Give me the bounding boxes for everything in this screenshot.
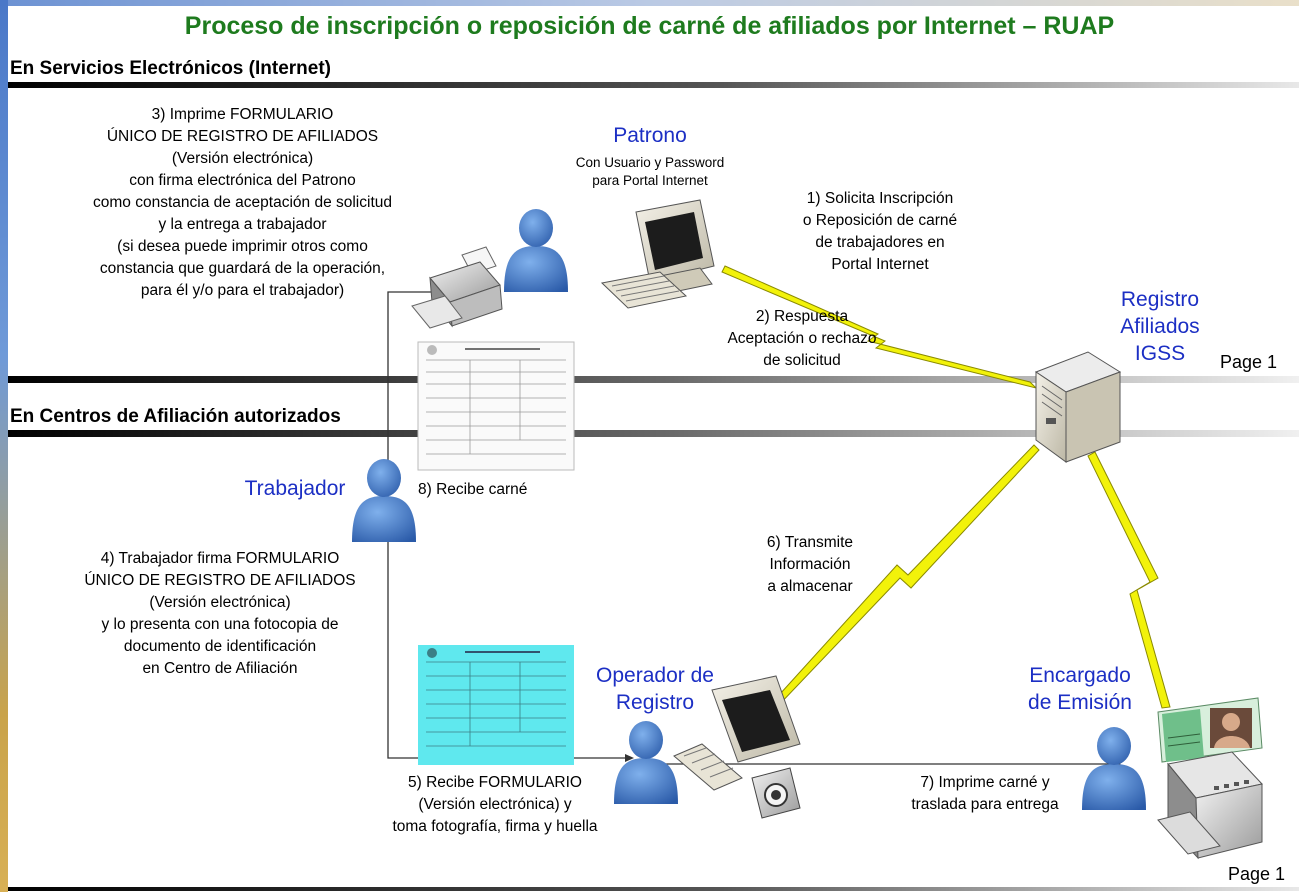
computer-icon: [711, 675, 801, 763]
computer-icon: [600, 199, 715, 309]
section-centers-heading: En Centros de Afiliación autorizados: [10, 406, 341, 427]
keyboard-icon: [673, 743, 743, 791]
actor-trabajador-label: Trabajador: [244, 477, 346, 500]
form-document-icon: [418, 645, 574, 765]
page-title: Proceso de inscripción o reposición de c…: [184, 12, 1115, 40]
top-edge-decoration: [0, 0, 1299, 6]
id-card-icon: [1157, 697, 1263, 763]
step-5-text: 5) Recibe FORMULARIO(Versión electrónica…: [392, 774, 598, 835]
page-label: Page 1: [1220, 352, 1278, 372]
person-icon: [1082, 727, 1146, 810]
form-document-icon: [417, 341, 575, 471]
flow-arrow-right-operator: [625, 754, 634, 762]
left-edge-decoration: [0, 0, 8, 892]
lightning-bolt-icon: [1087, 451, 1171, 709]
step-8-text: 8) Recibe carné: [418, 481, 528, 498]
bottom-divider: [8, 887, 1299, 891]
printer-icon: [1157, 751, 1263, 860]
actor-patrono-label: Patrono: [613, 124, 687, 147]
online-section-divider: [8, 82, 1299, 88]
centers-section-divider: [8, 430, 1299, 437]
page-label: Page 1: [1228, 864, 1286, 884]
middle-divider: [8, 376, 1299, 383]
printer-icon: [411, 246, 503, 329]
section-online-heading: En Servicios Electrónicos (Internet): [10, 58, 331, 79]
person-icon: [504, 209, 568, 292]
server-icon: [1034, 351, 1122, 463]
camera-icon: [751, 767, 801, 819]
